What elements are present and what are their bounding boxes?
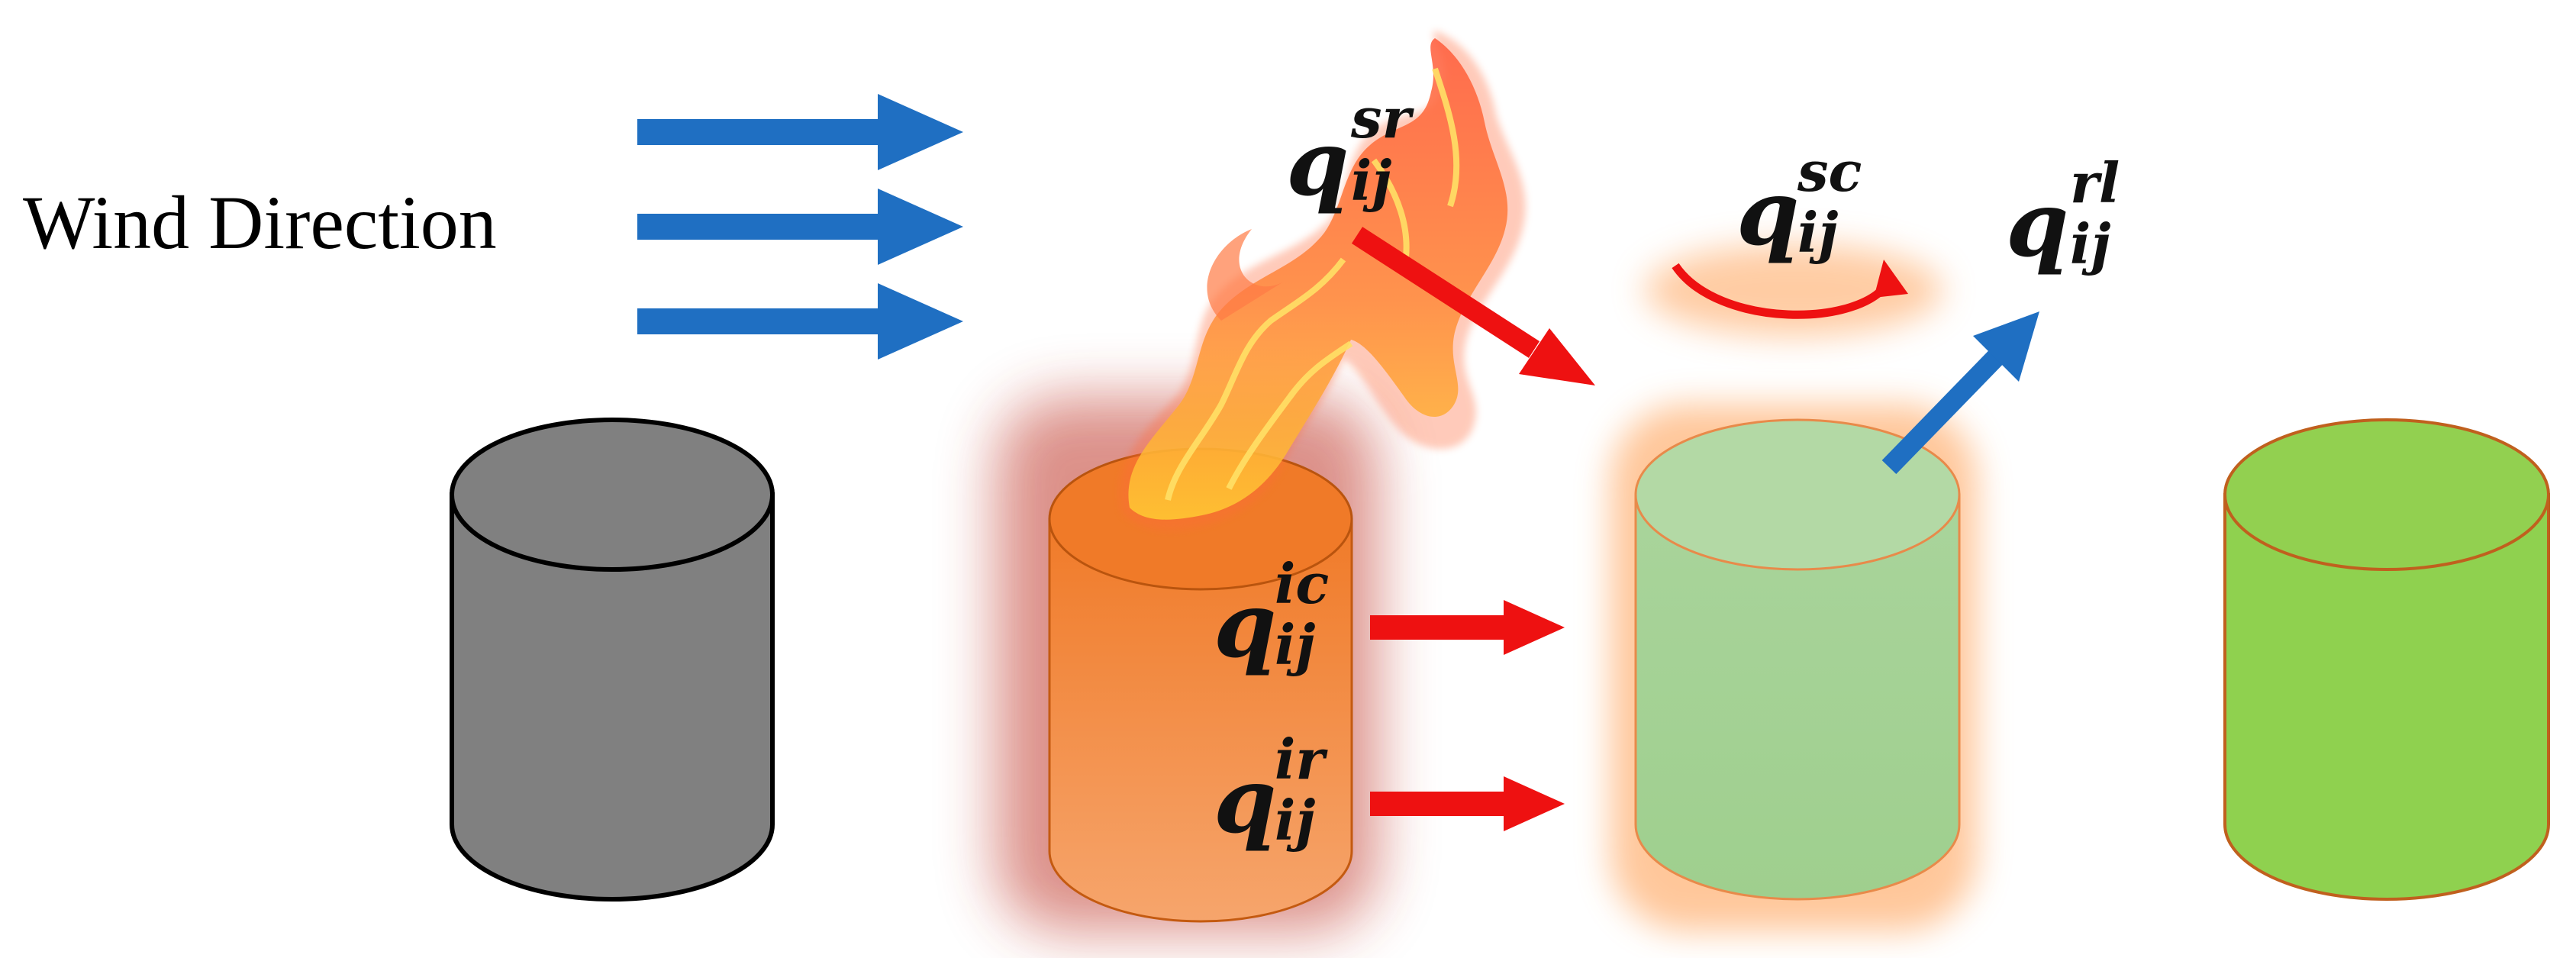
svg-text:ir: ir xyxy=(1275,727,1328,792)
wind-arrow xyxy=(637,94,963,170)
svg-text:q: q xyxy=(2006,171,2069,277)
sr-arrow xyxy=(1351,227,1595,385)
q-ir-label: q ir ij xyxy=(1214,727,1328,853)
wind-arrow xyxy=(637,283,963,360)
green-tank xyxy=(2223,418,2550,901)
svg-text:sc: sc xyxy=(1797,139,1862,204)
svg-text:ic: ic xyxy=(1275,551,1329,616)
sc-arrow xyxy=(1645,244,1942,336)
q-sr-label: q sr ij xyxy=(1286,85,1415,216)
wind-arrow xyxy=(637,189,963,265)
svg-text:q: q xyxy=(1214,747,1277,853)
q-sc-label: q sc ij xyxy=(1736,139,1862,266)
svg-text:sr: sr xyxy=(1350,85,1415,150)
wind-direction-group: Wind Direction xyxy=(23,94,963,360)
gray-tank xyxy=(450,418,775,902)
svg-text:ij: ij xyxy=(1797,200,1838,265)
svg-text:ij: ij xyxy=(1275,612,1315,677)
svg-text:q: q xyxy=(1736,160,1800,266)
fire-flames xyxy=(1120,31,1526,531)
svg-text:q: q xyxy=(1214,572,1277,678)
svg-text:ij: ij xyxy=(1351,148,1391,213)
svg-text:ij: ij xyxy=(2070,211,2110,276)
svg-text:ij: ij xyxy=(1275,788,1315,853)
svg-text:q: q xyxy=(1286,110,1349,216)
rl-arrow xyxy=(1881,311,2039,475)
ic-arrow xyxy=(1370,600,1565,655)
ir-arrow xyxy=(1370,776,1565,831)
svg-text:rl: rl xyxy=(2070,150,2120,215)
q-ic-label: q ic ij xyxy=(1214,551,1329,678)
target-tank xyxy=(1610,405,1977,931)
sc-glow xyxy=(1645,244,1942,336)
wind-direction-label: Wind Direction xyxy=(23,180,497,265)
q-rl-label: q rl ij xyxy=(2006,150,2120,277)
